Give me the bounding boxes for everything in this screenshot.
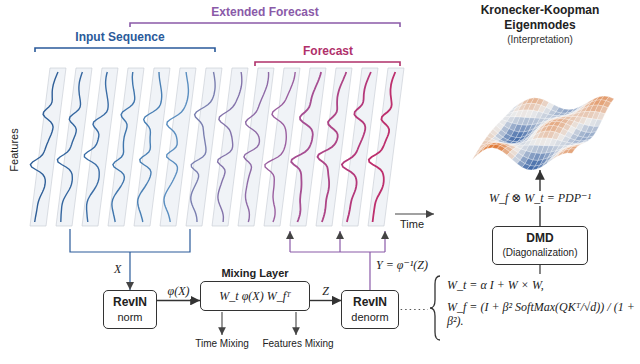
- output-wire: [290, 251, 385, 252]
- mixing-layer: Mixing LayerW_t φ(X) W_fᵀ: [200, 265, 310, 311]
- equation-brace: [430, 276, 440, 340]
- signal-label: X: [114, 262, 121, 277]
- waveform: [84, 72, 108, 222]
- box-subtitle: denorm: [351, 310, 388, 324]
- box-title: RevIN: [351, 295, 388, 310]
- waveform: [138, 72, 162, 222]
- mixing-pointer: [295, 312, 296, 335]
- dotted-link: [401, 309, 428, 310]
- edge-label: W_f ⊗ W_t = PDP⁻¹: [487, 191, 593, 206]
- dmd-wire: [539, 265, 540, 274]
- surface-cell: [477, 147, 485, 155]
- surface-cell: [594, 119, 602, 126]
- surface-cell: [567, 149, 575, 153]
- waveform: [265, 72, 295, 222]
- edge-label: Z: [320, 284, 331, 299]
- mixing-pointer: [221, 312, 222, 335]
- waveform: [342, 72, 371, 222]
- waveform: [218, 72, 242, 222]
- surface-cell: [472, 151, 480, 160]
- output-arrow: [384, 231, 385, 252]
- mixing-note: Time Mixing: [195, 338, 249, 349]
- surface-cell: [570, 146, 578, 149]
- input-bracket: [35, 48, 215, 52]
- box-title: RevIN: [113, 295, 147, 310]
- surface-cell: [591, 126, 599, 132]
- axis-label: Features: [8, 128, 20, 171]
- surface-cell: [542, 159, 550, 166]
- waveform: [30, 72, 58, 222]
- waveform: [191, 72, 215, 222]
- equation: W_f = (I + β² SoftMax(QKᵀ/√d)) / (1 + β²…: [447, 300, 635, 328]
- bracket-label: Extended Forecast: [211, 5, 318, 19]
- panel-subheading: (Interpretation): [448, 33, 632, 46]
- extended-bracket: [130, 23, 400, 27]
- panel-heading: Kronecker-Koopman Eigenmodes: [448, 3, 632, 33]
- waveform: [244, 72, 269, 222]
- pane: [368, 68, 404, 226]
- flow-arrow: [310, 300, 341, 301]
- mixing-formula: W_t φ(X) W_fᵀ: [219, 289, 290, 304]
- waveform: [112, 72, 135, 222]
- input-wire: [70, 229, 190, 252]
- input-arrow: [129, 252, 130, 290]
- surface-cell: [537, 163, 545, 169]
- box-subtitle: (Diagonalization): [502, 246, 577, 260]
- revin-box: RevINnorm: [103, 290, 157, 329]
- waveform: [318, 72, 347, 222]
- surface-cell: [597, 112, 605, 120]
- box-subtitle: norm: [113, 310, 147, 324]
- output-arrow: [339, 231, 340, 252]
- waveform: [369, 72, 396, 222]
- edge-label: φ(X): [166, 284, 192, 299]
- flow-arrow: [157, 300, 200, 301]
- surface-cell: [600, 106, 608, 114]
- layer-heading: Mixing Layer: [200, 265, 310, 281]
- surface-cell: [582, 139, 590, 142]
- waveform: [164, 72, 188, 222]
- equation: W_t = α I + W × W,: [447, 278, 544, 293]
- revin-box: RevINdenorm: [341, 290, 398, 329]
- time-axis: [395, 213, 434, 214]
- bracket-label: Input Sequence: [75, 30, 164, 44]
- dmd-box: DMD(Diagonalization): [492, 226, 587, 265]
- output-wire: [369, 252, 370, 290]
- waveform-panes: [30, 68, 404, 226]
- axis-label: Time: [400, 218, 424, 230]
- mixing-box: W_t φ(X) W_fᵀ: [200, 281, 310, 311]
- output-arrow: [289, 231, 290, 252]
- waveform: [57, 72, 82, 222]
- box-title: DMD: [502, 231, 577, 246]
- forecast-bracket: [255, 62, 400, 66]
- waveform: [291, 72, 321, 222]
- surface-cell: [494, 141, 502, 143]
- eigenmode-surface: [472, 96, 614, 170]
- surface-cell: [552, 153, 560, 160]
- bracket-label: Forecast: [303, 44, 353, 58]
- eigenmode-panel: Kronecker-Koopman Eigenmodes(Interpretat…: [448, 0, 632, 170]
- signal-label: Y = φ⁻¹(Z): [376, 258, 428, 273]
- surface-cell: [547, 156, 555, 163]
- mixing-note: Features Mixing: [262, 338, 333, 349]
